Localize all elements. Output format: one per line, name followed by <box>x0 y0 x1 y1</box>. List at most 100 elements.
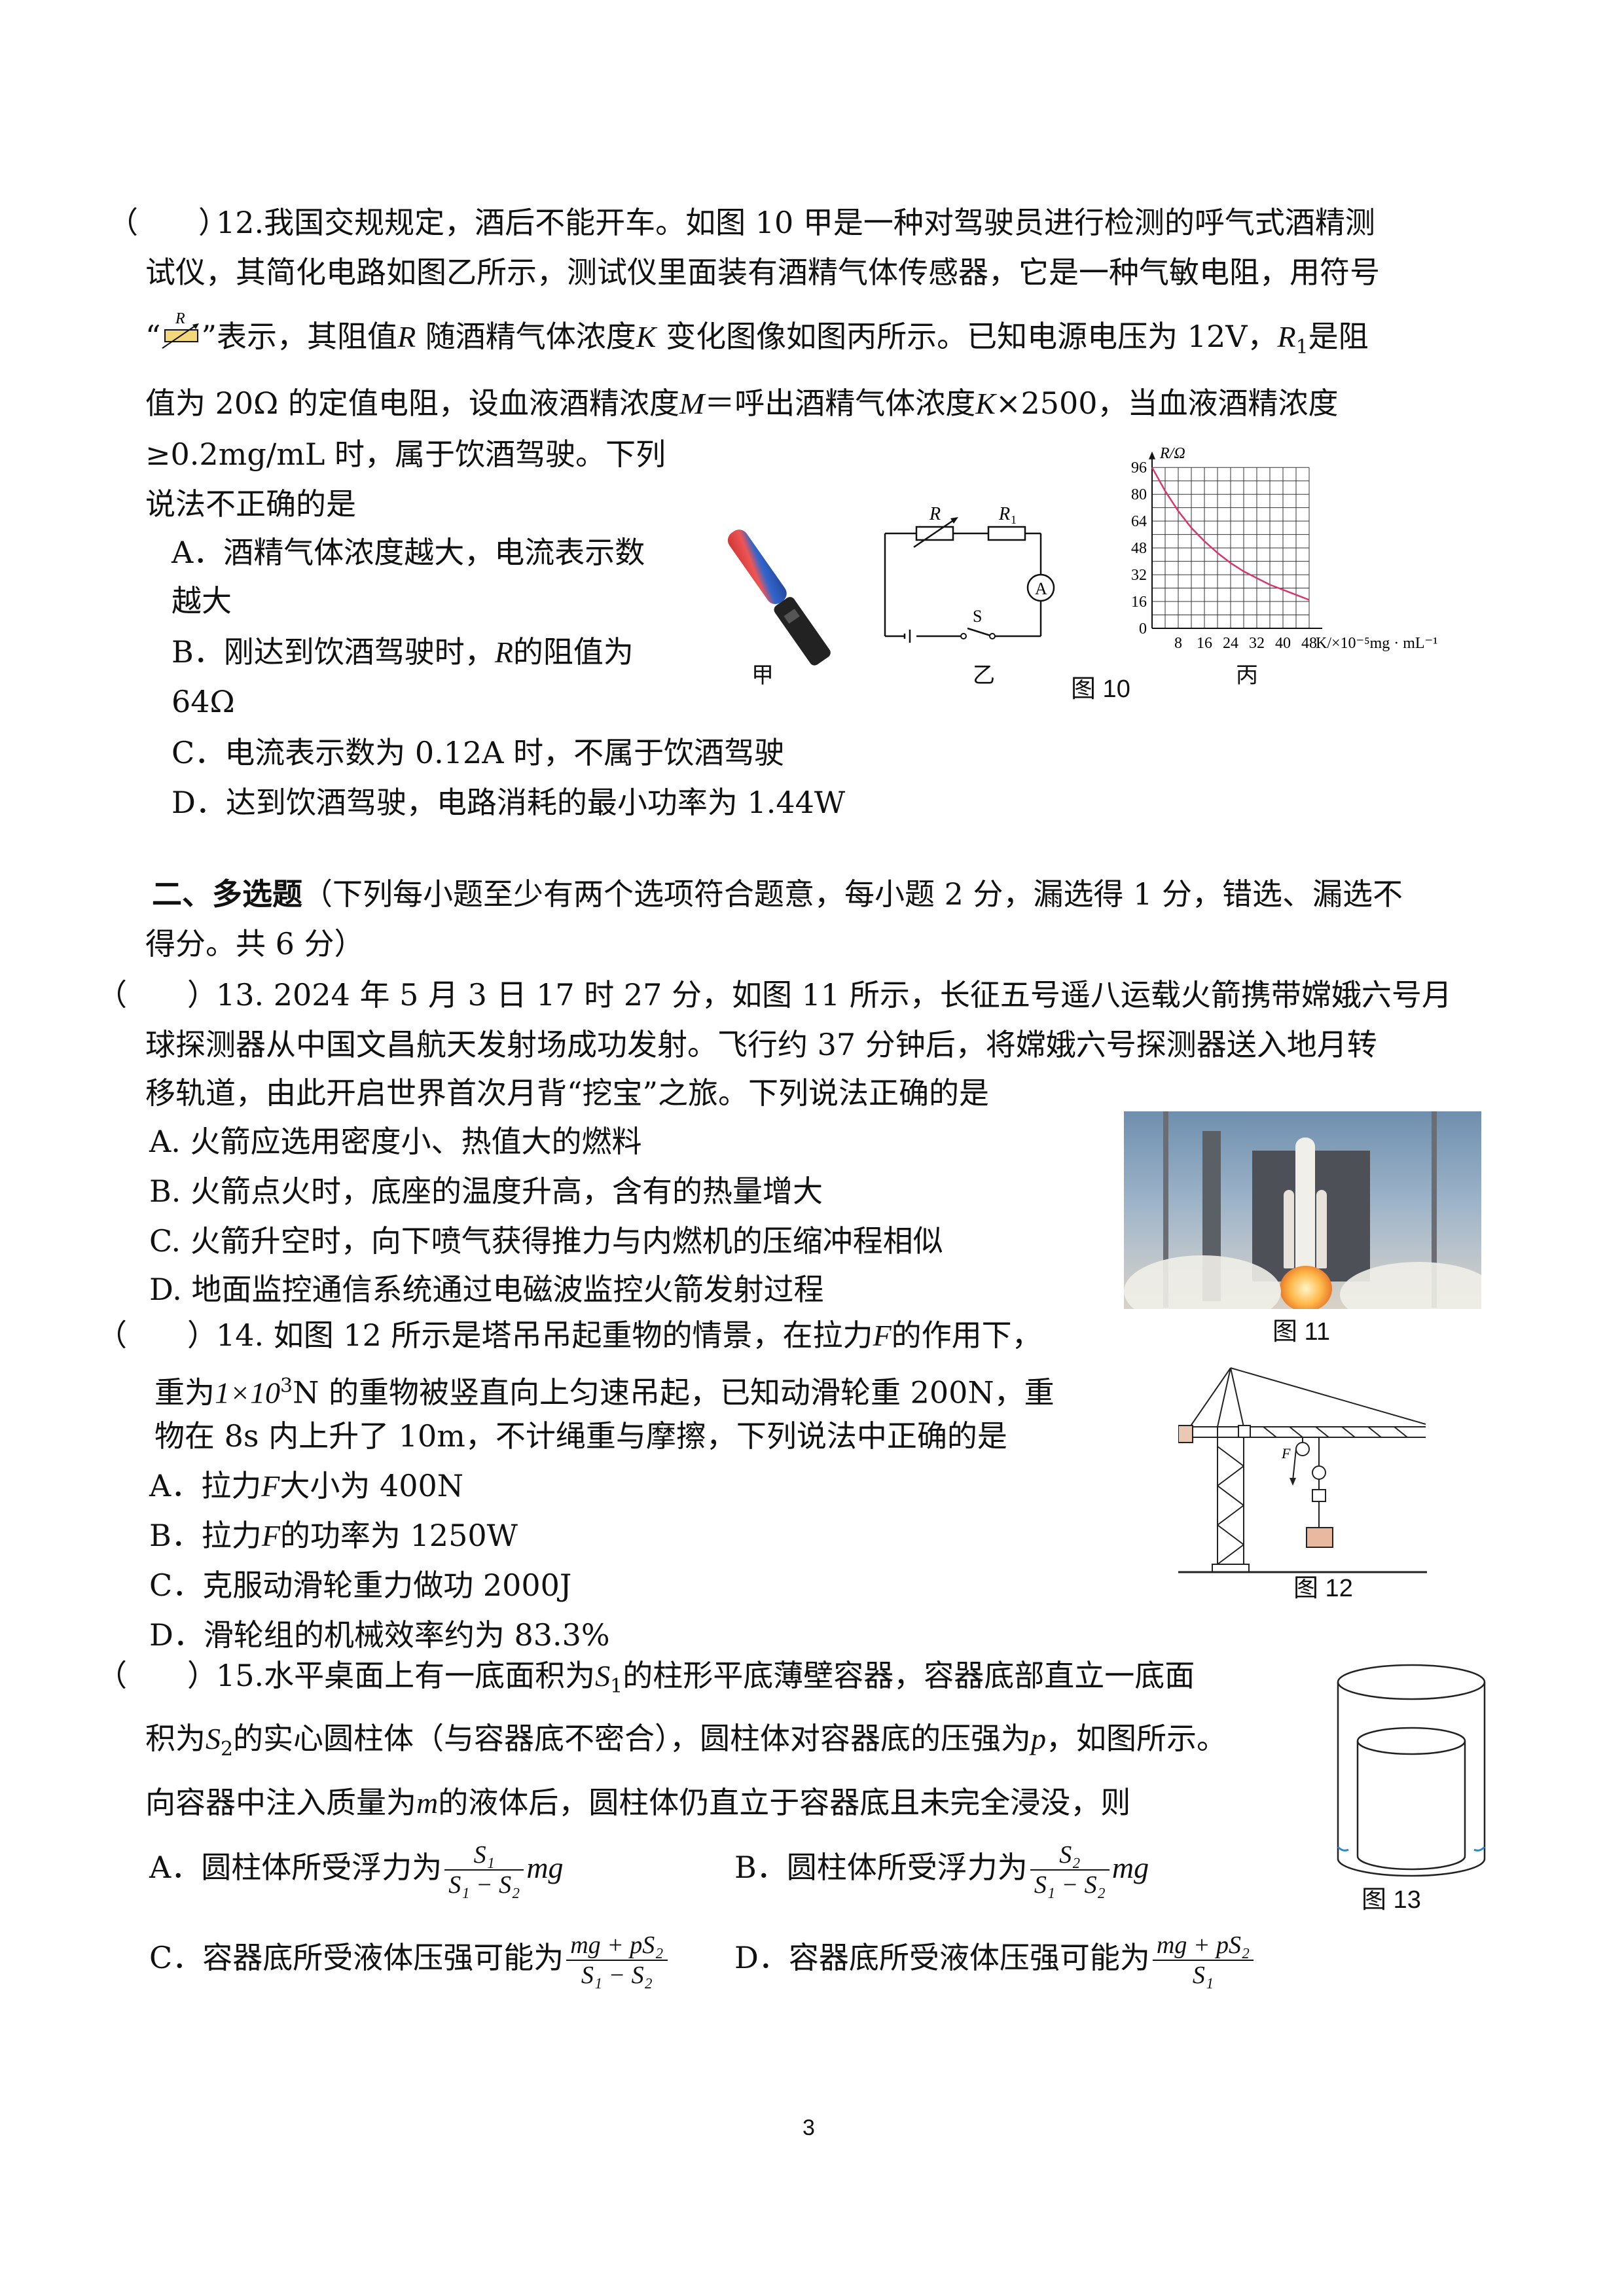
q15-line3-a: 向容器中注入质量为 <box>145 1785 416 1820</box>
q14-line1-b: 的作用下， <box>891 1318 1042 1353</box>
q14-option-b-b: 的功率为 1250W <box>280 1518 518 1553</box>
breathalyzer-image <box>727 529 831 666</box>
section2-heading: 二、多选题（下列每小题至少有两个选项符合题意，每小题 2 分，漏选得 1 分，错… <box>152 874 1403 914</box>
chart-x-tick-label: 48 <box>1301 635 1317 652</box>
fig13-caption: 图 13 <box>1362 1886 1421 1914</box>
frac-d-num: mg + pS₂ <box>1152 1931 1254 1961</box>
q15-line3: 向容器中注入质量为m的液体后，圆柱体仍直立于容器底且未完全浸没，则 <box>145 1783 1130 1823</box>
section2-desc1: （下列每小题至少有两个选项符合题意，每小题 2 分，漏选得 1 分，错选、漏选不 <box>302 876 1403 912</box>
q14-option-b: B．拉力F的功率为 1250W <box>149 1516 518 1556</box>
q12-line3-mid: 随酒精气体浓度 <box>425 319 636 354</box>
chart-x-tick-label: 16 <box>1197 635 1212 652</box>
var-S1-sub: 1 <box>610 1675 623 1698</box>
q13-line1: 13. 2024 年 5 月 3 日 17 时 27 分，如图 11 所示，长征… <box>216 977 1452 1013</box>
chart-x-tick-label: 24 <box>1223 635 1238 652</box>
q12-answer-paren[interactable]: （ ） <box>108 205 228 240</box>
q15-answer-paren[interactable]: （ ） <box>97 1658 217 1693</box>
q12-option-c: C．电流表示数为 0.12A 时，不属于饮酒驾驶 <box>171 735 785 770</box>
chart-series-curve <box>1151 467 1310 601</box>
q12-line3-close-quote: ”表示，其阻值 <box>201 319 398 354</box>
q15-option-d-text: D．容器底所受液体压强可能为 <box>734 1940 1150 1975</box>
var-M: M <box>679 387 705 420</box>
q12-line3-end: 变化图像如图丙所示。已知电源电压为 12V， <box>666 319 1278 354</box>
frac-a-den: S₁ − S₂ <box>448 1871 520 1899</box>
q14-weight-exp: 3 <box>280 1374 293 1397</box>
q13-option-c: C. 火箭升空时，向下喷气获得推力与内燃机的压缩冲程相似 <box>149 1223 943 1259</box>
tower-crane-diagram: F <box>1178 1367 1427 1573</box>
q14-line3: 物在 8s 内上升了 10m，不计绳重与摩擦，下列说法中正确的是 <box>154 1418 1007 1454</box>
q14-option-a-a: A．拉力 <box>149 1468 262 1503</box>
chart-axes <box>1149 451 1322 629</box>
circuit-diagram: R R 1 A S <box>884 504 1055 643</box>
var-R1-sub: 1 <box>1295 336 1308 359</box>
q15-line1: 15.水平桌面上有一底面积为S1的柱形平底薄壁容器，容器底部直立一底面 <box>216 1656 1195 1706</box>
frac-d-den: S₁ <box>1192 1962 1214 1989</box>
q12-line3: “ R ”表示，其阻值R 随酒精气体浓度K 变化图像如图丙所示。已知电源电压为 … <box>145 312 1369 367</box>
q15-line2-b: 的实心圆柱体（与容器底不密合），圆柱体对容器底的压强为 <box>233 1721 1032 1756</box>
fig11-caption: 图 11 <box>1272 1318 1331 1346</box>
q14-option-a-b: 大小为 400N <box>280 1468 464 1503</box>
q13-line3: 移轨道，由此开启世界首次月背“挖宝”之旅。下列说法正确的是 <box>145 1075 990 1111</box>
var-F-b: F <box>261 1519 280 1552</box>
rocket-launch-photo <box>1124 1111 1481 1309</box>
fig12-caption: 图 12 <box>1293 1575 1353 1602</box>
section2-desc2: 得分。共 6 分） <box>145 926 365 961</box>
var-R-b: R <box>494 636 513 669</box>
q14-line1: 14. 如图 12 所示是塔吊吊起重物的情景，在拉力F的作用下， <box>216 1316 1042 1355</box>
q12-line4-a: 值为 20Ω 的定值电阻，设血液酒精浓度 <box>145 386 679 421</box>
chart-y-tick-label: 0 <box>1139 620 1147 637</box>
q15-line2-c: ，如图所示。 <box>1046 1721 1227 1756</box>
chart-y-arrow <box>1149 451 1155 459</box>
q14-line2: 重为1×103N 的重物被竖直向上匀速吊起，已知动滑轮重 200N，重 <box>154 1367 1055 1412</box>
q14-line2-a: 重为 <box>154 1374 215 1410</box>
fig10-label-bing: 丙 <box>1236 662 1258 689</box>
q12-option-b-a: B．刚达到饮酒驾驶时， <box>171 634 495 670</box>
q12-option-a-line2: 越大 <box>171 583 232 619</box>
chart-y-tick-label: 16 <box>1131 594 1147 611</box>
q14-line1-a: 14. 如图 12 所示是塔吊吊起重物的情景，在拉力 <box>216 1318 873 1353</box>
frac-a-mg: mg <box>526 1851 564 1884</box>
q12-line3-open-quote: “ <box>145 319 161 354</box>
chart-grid <box>1151 467 1310 629</box>
q15-option-c-text: C．容器底所受液体压强可能为 <box>149 1940 564 1975</box>
var-m: m <box>416 1786 439 1820</box>
var-p: p <box>1031 1722 1047 1755</box>
q12-line4-c: ×2500，当血液酒精浓度 <box>995 386 1339 421</box>
q14-option-b-a: B．拉力 <box>149 1518 262 1553</box>
q13-line2: 球探测器从中国文昌航天发射场成功发射。飞行约 37 分钟后，将嫦娥六号探测器送入… <box>145 1027 1377 1062</box>
var-S2: S <box>206 1722 221 1755</box>
q12-option-b-b: 的阻值为 <box>513 634 634 670</box>
var-R: R <box>397 320 416 353</box>
chart-y-axis-label: R/Ω <box>1159 445 1185 462</box>
q13-answer-paren[interactable]: （ ） <box>97 977 217 1013</box>
q12-line4-b: ＝呼出酒精气体浓度 <box>704 386 976 421</box>
chart-y-tick-label: 32 <box>1131 567 1147 584</box>
q12-option-b-line1: B．刚达到饮酒驾驶时，R的阻值为 <box>171 632 634 672</box>
q15-line3-b: 的液体后，圆柱体仍直立于容器底且未完全浸没，则 <box>438 1785 1131 1820</box>
chart-x-tick-label: 32 <box>1249 635 1265 652</box>
q14-option-c: C．克服动滑轮重力做功 2000J <box>149 1568 572 1603</box>
frac-c-num: mg + pS₂ <box>566 1931 668 1961</box>
variable-resistor-symbol: R <box>161 312 202 352</box>
frac-c-den: S₁ − S₂ <box>581 1962 653 1989</box>
circuit-label-R1-sub: 1 <box>1011 513 1017 526</box>
symbol-R-label: R <box>175 312 185 327</box>
q14-answer-paren[interactable]: （ ） <box>97 1318 217 1353</box>
q12-option-a-line1: A．酒精气体浓度越大，电流表示数 <box>171 535 645 570</box>
var-R1: R <box>1277 320 1296 353</box>
q14-line2-b: N 的重物被竖直向上匀速吊起，已知动滑轮重 200N，重 <box>293 1374 1055 1410</box>
q12-line1: 12.我国交规规定，酒后不能开车。如图 10 甲是一种对驾驶员进行检测的呼气式酒… <box>216 205 1375 240</box>
circuit-label-R: R <box>929 504 941 524</box>
ammeter-label: A <box>1035 579 1047 598</box>
crane-force-label: F <box>1281 1445 1291 1462</box>
q13-option-d: D. 地面监控通信系统通过电磁波监控火箭发射过程 <box>149 1272 824 1307</box>
q12-option-d: D．达到饮酒驾驶，电路消耗的最小功率为 1.44W <box>171 785 846 820</box>
q15-option-a-text: A．圆柱体所受浮力为 <box>149 1850 442 1885</box>
q12-line2: 试仪，其简化电路如图乙所示，测试仪里面装有酒精气体传感器，它是一种气敏电阻，用符… <box>145 255 1380 290</box>
